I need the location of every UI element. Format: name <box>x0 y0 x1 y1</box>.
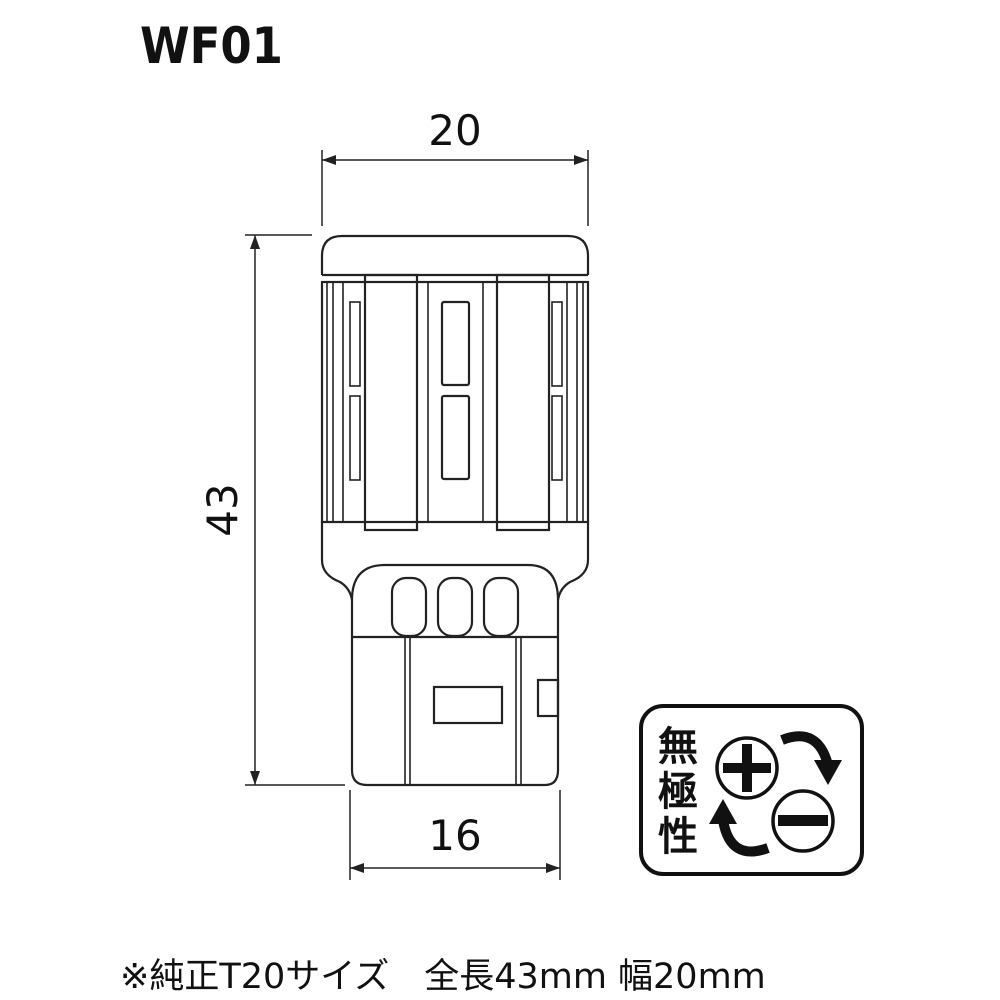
width-top-label: 20 <box>428 106 481 155</box>
width-base-label: 16 <box>428 811 481 860</box>
model-title: WF01 <box>140 17 283 75</box>
height-label: 43 <box>198 483 247 536</box>
width-dimension-top: 20 <box>321 106 589 226</box>
bulb-outline <box>320 234 590 787</box>
non-polarity-badge: 無 極 性 <box>639 704 864 876</box>
size-caption: ※純正T20サイズ 全長43mm 幅20mm <box>120 957 766 997</box>
width-dimension-base: 16 <box>349 790 561 880</box>
svg-text:無: 無 <box>658 724 698 770</box>
swap-arrows-icon <box>709 731 842 857</box>
minus-icon <box>771 789 835 853</box>
plus-icon <box>715 736 779 800</box>
svg-text:極: 極 <box>658 769 698 815</box>
svg-text:性: 性 <box>658 814 698 860</box>
height-dimension: 43 <box>198 234 345 786</box>
